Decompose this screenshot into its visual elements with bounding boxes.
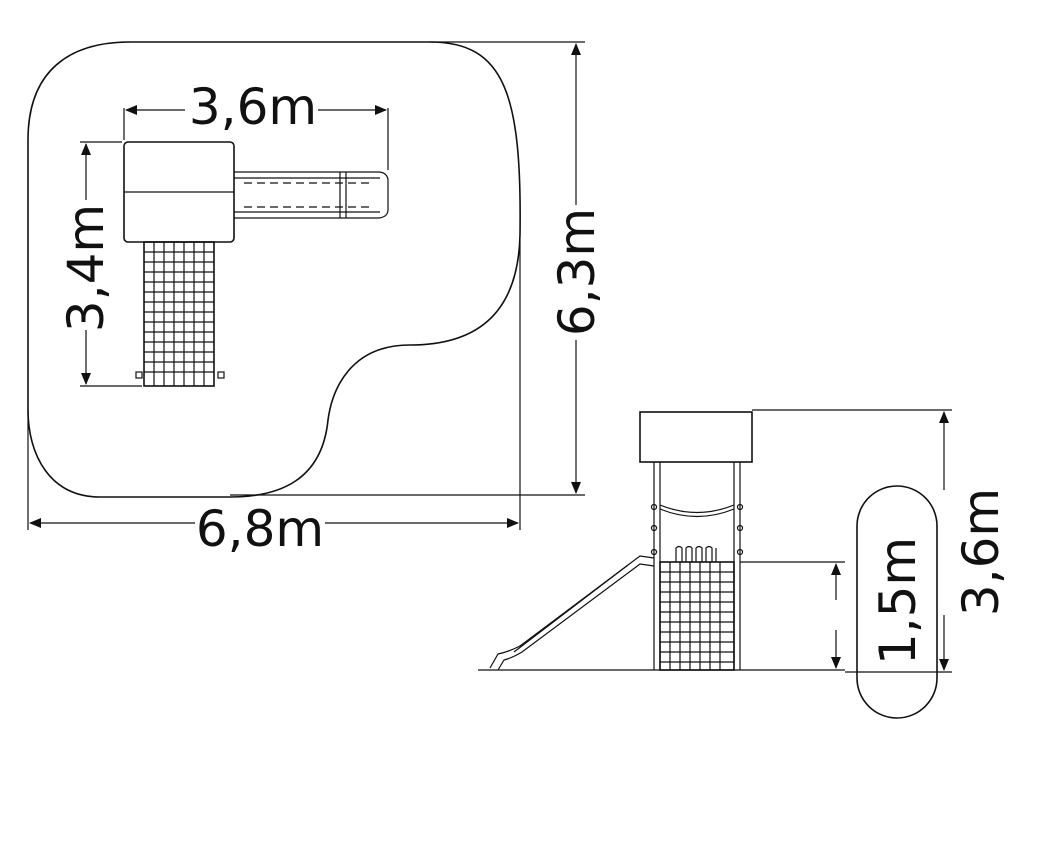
climbing-net-top-view (135, 241, 225, 387)
slide-top-view (234, 171, 389, 219)
dimension-platform-depth: 3,4m (57, 141, 142, 387)
zone-width-label: 6,8m (196, 500, 324, 558)
platform-width-label: 3,6m (189, 78, 317, 136)
plan-view: 3,6m 3,4m 6,3m 6,8m (27, 41, 606, 558)
side-view: 3,6m 1,5m (478, 409, 1010, 719)
dimension-zone-depth: 6,3m (230, 41, 606, 496)
tower-railing (650, 503, 744, 556)
climbing-net-side (659, 561, 735, 671)
platform-height-badge: 1,5m (856, 485, 938, 719)
dimension-total-height: 3,6m (752, 409, 1010, 673)
dimension-platform-height (740, 561, 845, 669)
safety-zone-outline (27, 41, 521, 498)
tower-roof-side (639, 411, 753, 463)
tower-posts (653, 462, 741, 670)
platform-depth-label: 3,4m (57, 204, 115, 332)
total-height-label: 3,6m (952, 488, 1010, 616)
tower-roof-top (123, 141, 235, 243)
dimension-zone-width: 6,8m (27, 240, 521, 558)
zone-depth-label: 6,3m (548, 208, 606, 336)
platform-height-label: 1,5m (869, 537, 927, 665)
slide-side-view (489, 555, 655, 671)
slide-entry-handles (675, 545, 717, 562)
dimension-platform-width: 3,6m (123, 78, 389, 170)
